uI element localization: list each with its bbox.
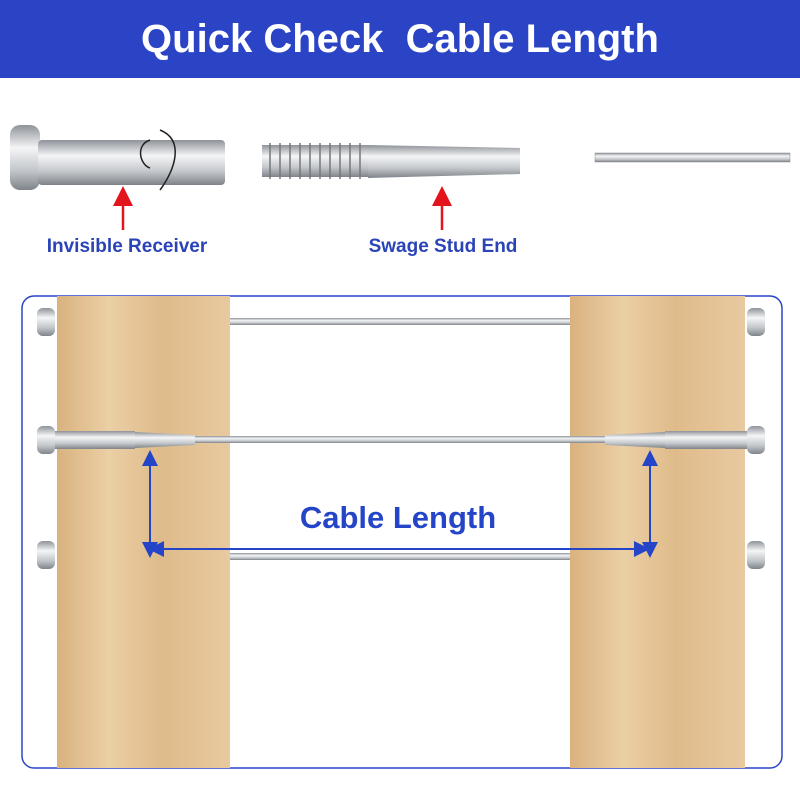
left-receiver-body (55, 431, 135, 449)
receivers (37, 308, 765, 569)
right-receiver-body (665, 431, 747, 449)
left-stud (135, 432, 195, 448)
left-post (57, 296, 230, 768)
header-banner: Quick Check Cable Length (0, 0, 800, 78)
measure-arrows (142, 450, 658, 558)
rotate-icon (139, 129, 176, 191)
invisible-receiver-image (10, 125, 225, 191)
invisible-receiver-label: Invisible Receiver (46, 236, 208, 257)
cable-image (594, 152, 791, 163)
cable-length-label: Cable Length (299, 500, 497, 535)
cable-top (230, 318, 570, 325)
page-title: Quick Check Cable Length (141, 16, 659, 61)
swage-stud-end-label: Swage Stud End (368, 236, 518, 257)
cable-bottom (230, 553, 570, 560)
right-post (570, 296, 745, 768)
right-stud (605, 432, 665, 448)
swage-stud-end-image (262, 143, 520, 179)
cable-middle (190, 436, 610, 443)
